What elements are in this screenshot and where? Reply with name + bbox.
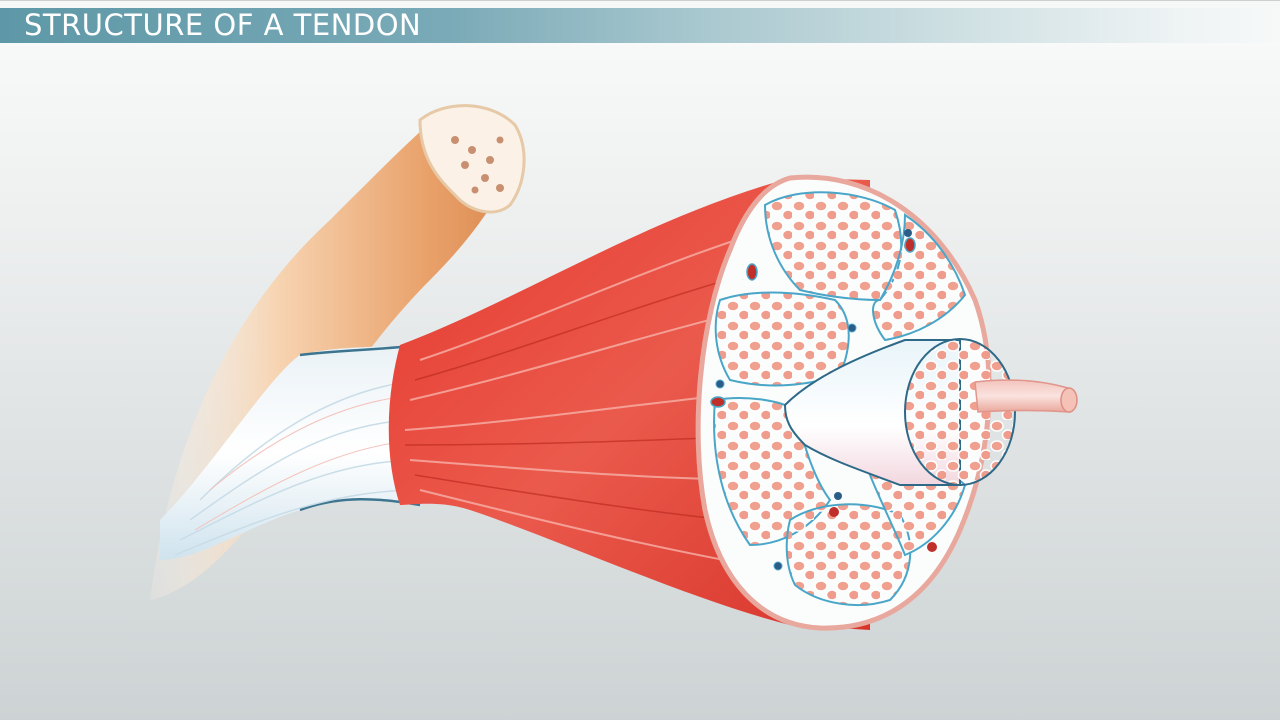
title-banner: STRUCTURE OF A TENDON [0, 8, 1280, 43]
slide-title: STRUCTURE OF A TENDON [24, 8, 422, 42]
muscle-fiber [974, 379, 1078, 413]
extracted-fascicle [783, 338, 1016, 486]
muscle-cross-section [695, 174, 1078, 631]
top-strip [0, 0, 1280, 9]
